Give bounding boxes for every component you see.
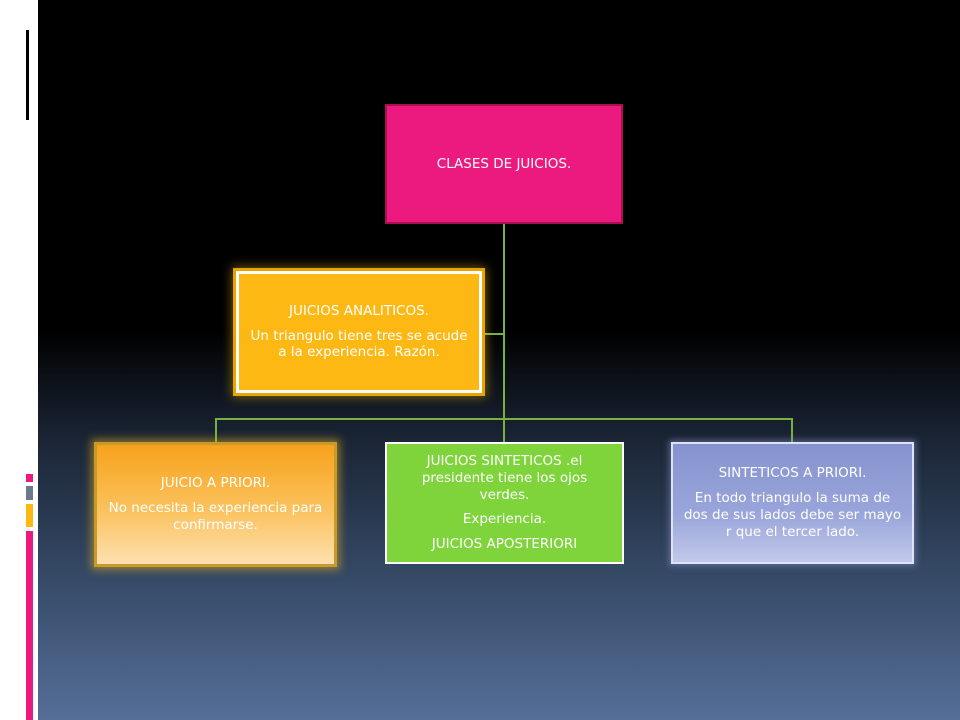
node-title: SINTETICOS A PRIORI.: [718, 465, 867, 482]
node-body: Un triangulo tiene tres se acude a la ex…: [250, 327, 468, 361]
node-label: CLASES DE JUICIOS.: [436, 155, 572, 172]
node-title: JUICIOS SINTETICOS .el presidente tiene …: [421, 452, 588, 503]
node-juicio-a-priori: JUICIO A PRIORI. No necesita la experien…: [94, 442, 337, 567]
decor-bar-pink: [26, 474, 33, 482]
node-title: JUICIO A PRIORI.: [160, 475, 271, 492]
node-body: No necesita la experiencia para confirma…: [108, 500, 323, 533]
connector-sintpriori: [791, 418, 793, 442]
node-line3: JUICIOS APOSTERIORI: [431, 536, 578, 553]
node-juicios-analiticos: JUICIOS ANALITICOS. Un triangulo tiene t…: [236, 271, 482, 393]
connector-horizontal: [215, 418, 793, 420]
node-clases-de-juicios: CLASES DE JUICIOS.: [385, 104, 623, 224]
node-title: JUICIOS ANALITICOS.: [289, 302, 429, 319]
node-juicios-sinteticos: JUICIOS SINTETICOS .el presidente tiene …: [385, 442, 624, 564]
decor-bar-gray: [26, 486, 33, 500]
connector-analiticos: [482, 333, 504, 335]
node-sinteticos-a-priori: SINTETICOS A PRIORI. En todo triangulo l…: [671, 442, 914, 564]
connector-priori: [215, 418, 217, 442]
decor-bar-magenta: [26, 531, 33, 720]
node-body: En todo triangulo la suma de dos de sus …: [683, 490, 902, 540]
connector-root-down: [503, 224, 505, 442]
decor-bar-yellow: [26, 504, 33, 527]
node-line2: Experiencia.: [462, 511, 547, 528]
